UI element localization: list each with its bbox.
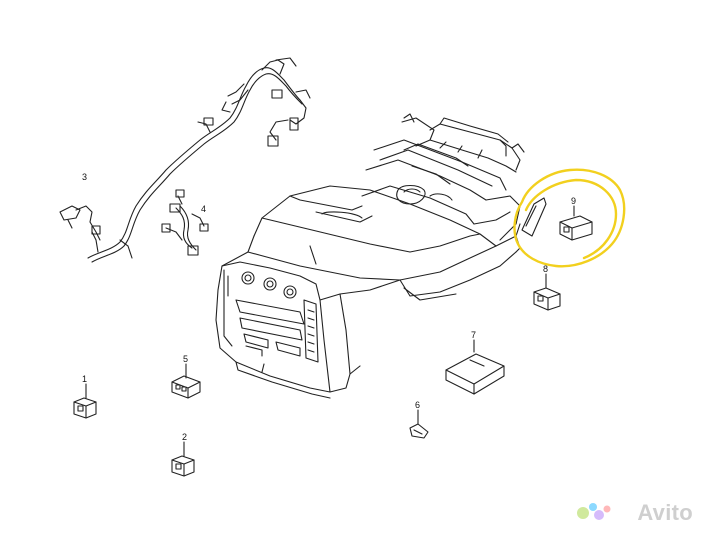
avito-logo-icon — [577, 503, 611, 520]
wiring-harness — [59, 57, 311, 263]
center-console — [215, 113, 525, 399]
avito-watermark: Avito — [637, 500, 693, 525]
part-6-clip — [409, 409, 429, 439]
callout-4: 4 — [201, 204, 206, 214]
part-1-switch — [73, 383, 97, 419]
callout-2: 2 — [182, 432, 187, 442]
callout-8: 8 — [543, 264, 548, 274]
callout-5: 5 — [183, 354, 188, 364]
part-2-switch — [171, 441, 195, 477]
callout-3: 3 — [82, 172, 87, 182]
small-harness — [161, 189, 209, 256]
part-5-bezel — [171, 363, 201, 399]
callout-9: 9 — [571, 196, 576, 206]
part-8-switch — [533, 273, 561, 311]
callout-labels: 1 2 3 4 5 6 7 8 9 — [82, 172, 576, 442]
part-9-highlighted — [521, 197, 593, 241]
part-7-module — [445, 339, 505, 395]
highlight-circle — [513, 168, 626, 268]
callout-7: 7 — [471, 330, 476, 340]
callout-6: 6 — [415, 400, 420, 410]
callout-1: 1 — [82, 374, 87, 384]
